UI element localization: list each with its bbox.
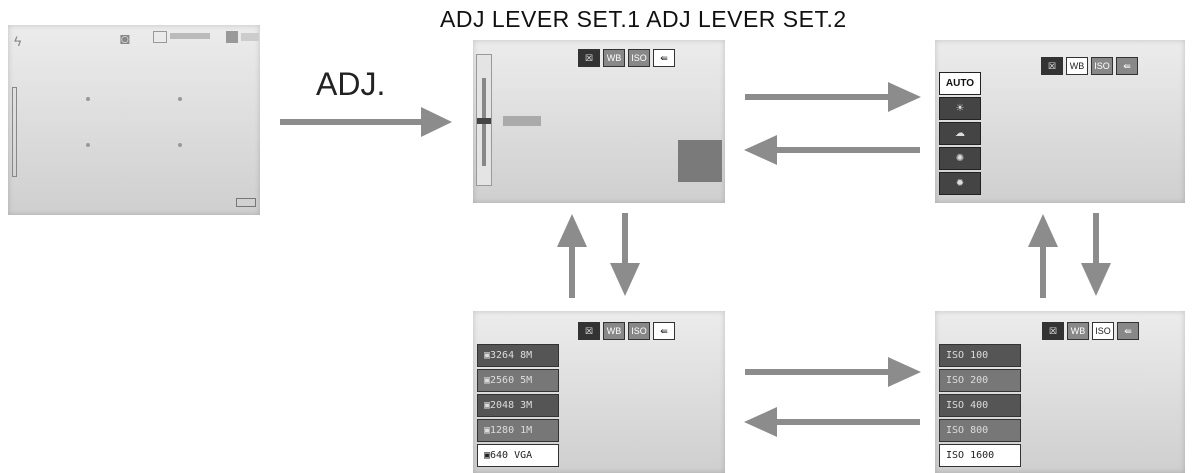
adj-arrow-head xyxy=(421,107,452,137)
arrow-head xyxy=(1081,263,1111,296)
arrow-head xyxy=(744,135,777,165)
arrow-head xyxy=(888,82,921,112)
arrow-head xyxy=(557,214,587,247)
arrow-head xyxy=(1028,214,1058,247)
arrow-head xyxy=(610,263,640,296)
arrow-head xyxy=(888,357,921,387)
arrow-head xyxy=(744,407,777,437)
